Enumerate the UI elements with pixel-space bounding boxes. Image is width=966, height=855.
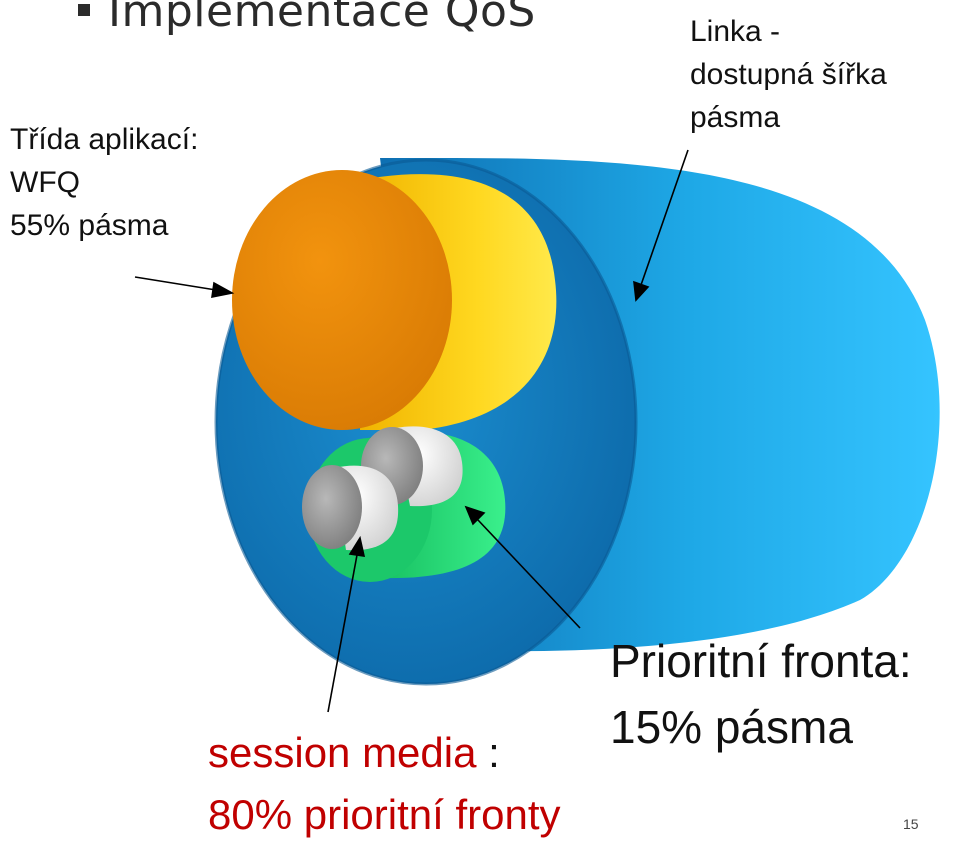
arrow-session-media [327, 554, 358, 713]
app-class-pipe-face [232, 170, 452, 430]
app-class-label-line-2: WFQ [10, 166, 80, 199]
link-label-line-1: Linka - [690, 15, 781, 48]
arrow-session-media-head [348, 535, 366, 557]
link-label-line-2: dostupná šířka [690, 58, 887, 91]
arrow-link-head [633, 280, 650, 302]
app-class-label-line-3: 55% pásma [10, 209, 169, 242]
priority-queue-label-line-1: Prioritní fronta: [610, 635, 912, 687]
arrow-priority-queue [477, 519, 581, 629]
session-media-name: session media [208, 729, 477, 776]
arrow-app-class [134, 276, 217, 291]
slide-title: Implementace QoS [78, 0, 536, 37]
bullet-square-icon [78, 4, 90, 16]
link-label-line-3: pásma [690, 101, 781, 134]
page-number: 15 [903, 816, 919, 832]
link-label: Linka - dostupná šířka pásma [690, 10, 887, 139]
slide-title-text: Implementace QoS [108, 0, 536, 37]
session-media-label: session media : 80% prioritní fronty [208, 722, 561, 846]
arrow-priority-queue-head [464, 505, 486, 526]
session-media-pipe-left-face [302, 465, 362, 549]
session-media-share: 80% prioritní fronty [208, 791, 561, 838]
link-pipe-rim [214, 158, 638, 686]
session-media-colon: : [476, 729, 500, 776]
priority-queue-label: Prioritní fronta: 15% pásma [610, 628, 912, 760]
arrow-link [640, 149, 689, 286]
app-class-label-line-1: Třída aplikací: [10, 123, 199, 156]
arrow-app-class-head [211, 281, 235, 299]
app-class-pipe [232, 170, 557, 430]
session-media-pipes [302, 426, 463, 551]
session-media-label-line-1: session media : [208, 722, 561, 784]
app-class-label: Třída aplikací: WFQ 55% pásma [10, 118, 198, 247]
priority-queue-label-line-2: 15% pásma [610, 701, 853, 753]
